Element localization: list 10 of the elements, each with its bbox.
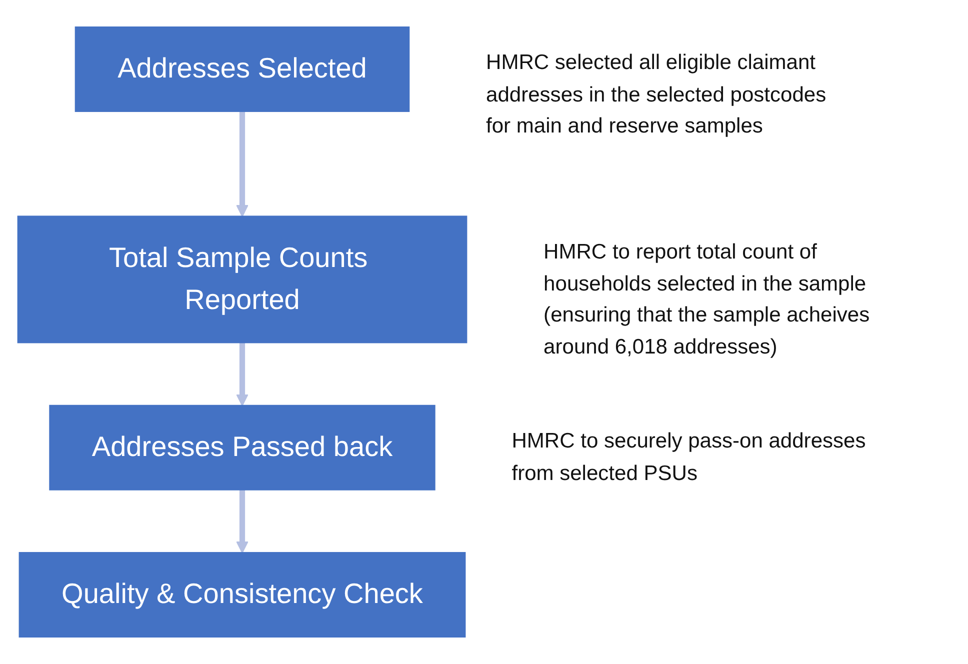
arrow xyxy=(236,342,248,406)
node-label: HMRC to report total count of households selected in the sample (ensuring that the sample acheives around 6,018 addresses) xyxy=(544,240,870,359)
node-label: HMRC selected all eligible claimant addresses in the selected postcodes for main and reserve samples xyxy=(486,51,826,138)
node-box: Addresses Passed back xyxy=(49,404,436,490)
node-box: Addresses Selected xyxy=(74,26,410,112)
node-box: Total Sample Counts Reported xyxy=(17,216,468,344)
arrow xyxy=(236,111,248,217)
node-box: Quality & Consistency Check xyxy=(18,552,466,638)
arrow xyxy=(236,490,248,554)
node-label: HMRC to securely pass-on addresses from selected PSUs xyxy=(512,429,866,485)
